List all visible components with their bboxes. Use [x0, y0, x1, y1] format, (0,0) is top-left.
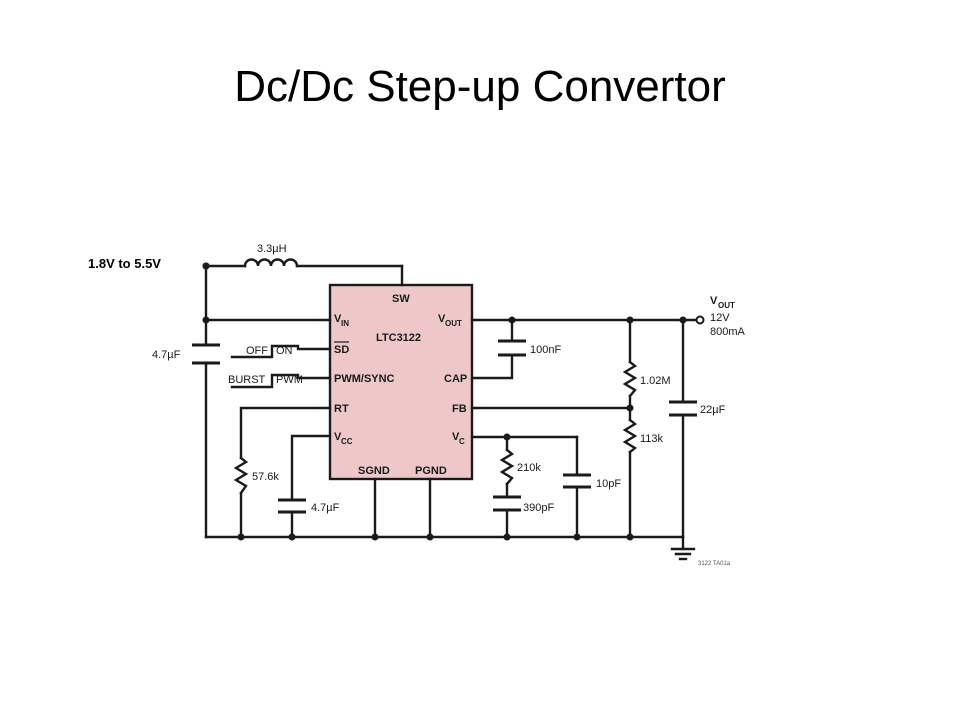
top-resistor-value: 1.02M: [640, 375, 671, 387]
slide-title: Dc/Dc Step-up Convertor: [234, 62, 726, 111]
pin-sd-label: SD: [334, 344, 349, 356]
pin-vout-subscript: OUT: [445, 319, 462, 328]
hf-capacitor-value: 10pF: [596, 478, 621, 490]
rt-resistor-value: 57.6k: [252, 471, 279, 483]
comp-capacitor-symbol: [493, 495, 521, 512]
pin-vcc-label: V: [334, 431, 342, 443]
cap-pin-capacitor-symbol: [498, 339, 526, 357]
pin-pwm-sync-label: PWM/SYNC: [334, 373, 395, 385]
pin-vout-label: V: [438, 313, 446, 325]
output-label: V: [710, 295, 718, 307]
output-capacitor-symbol: [669, 400, 697, 417]
vcc-capacitor-symbol: [278, 498, 306, 514]
pin-sgnd-label: SGND: [358, 465, 390, 477]
input-capacitor-symbol: [192, 343, 220, 365]
bottom-resistor-value: 113k: [640, 433, 664, 445]
ground-icon: [670, 547, 696, 561]
pin-vcc-subscript: CC: [341, 437, 353, 446]
pin-fb-label: FB: [452, 403, 467, 415]
pin-vin-subscript: IN: [341, 319, 349, 328]
output-current: 800mA: [710, 326, 746, 338]
figure-id: 3122 TA01a: [698, 561, 731, 567]
ic-body: [328, 283, 474, 481]
switch-burst-label: BURST: [228, 374, 266, 386]
output-voltage: 12V: [710, 312, 730, 324]
cap-capacitor-value: 100nF: [530, 344, 561, 356]
vcc-capacitor-value: 4.7µF: [311, 502, 340, 514]
wires: [204, 264, 702, 550]
pin-rt-label: RT: [334, 403, 349, 415]
pin-vc-subscript: C: [459, 437, 465, 446]
input-capacitor-value: 4.7µF: [152, 349, 181, 361]
output-terminal: [695, 315, 705, 325]
rt-resistor-symbol: [233, 456, 249, 495]
top-divider-resistor-symbol: [622, 360, 638, 398]
ic-part-number: LTC3122: [376, 332, 421, 344]
pin-cap-label: CAP: [444, 373, 467, 385]
comp-resistor-value: 210k: [517, 462, 541, 474]
comp-resistor-symbol: [499, 448, 515, 486]
switch-pwm-label: PWM: [276, 374, 303, 386]
bottom-divider-resistor-symbol: [622, 418, 638, 454]
inductor-value: 3.3µH: [257, 243, 287, 255]
inductor-symbol: [243, 258, 299, 268]
input-terminal: [202, 262, 210, 270]
input-voltage-label: 1.8V to 5.5V: [88, 256, 161, 271]
switch-on-label: ON: [276, 345, 293, 357]
output-label-subscript: OUT: [718, 301, 735, 310]
pin-vin-label: V: [334, 313, 342, 325]
switch-off-label: OFF: [246, 345, 268, 357]
hf-capacitor-symbol: [563, 473, 591, 489]
pin-vc-label: V: [452, 431, 460, 443]
pin-pgnd-label: PGND: [415, 465, 447, 477]
output-capacitor-value: 22µF: [700, 404, 726, 416]
comp-capacitor-value: 390pF: [523, 502, 554, 514]
pin-sw-label: SW: [392, 293, 410, 305]
